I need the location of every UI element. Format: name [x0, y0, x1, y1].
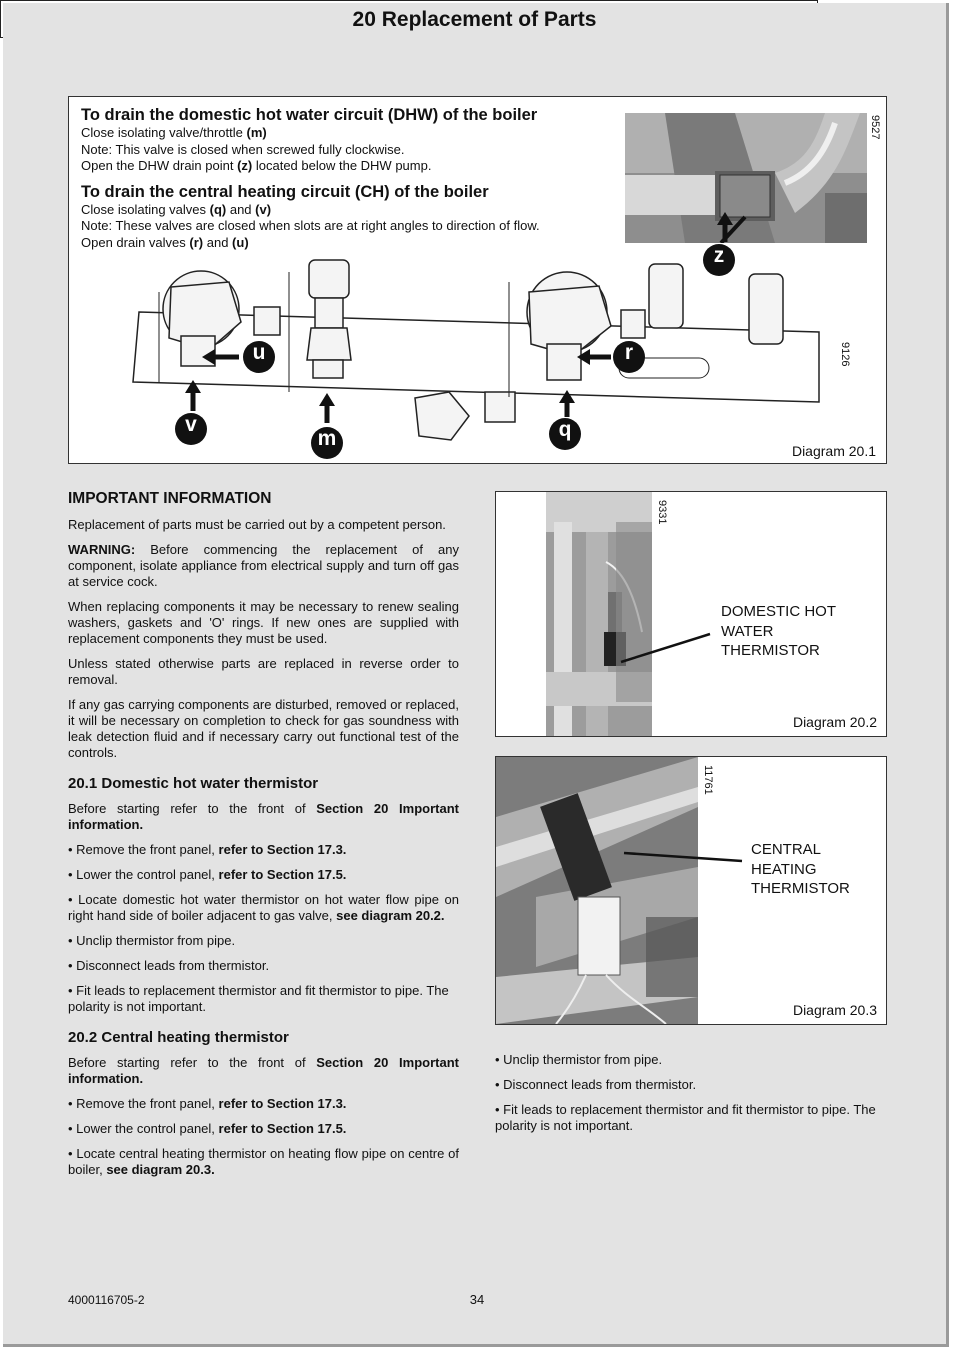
label-z: z: [713, 244, 725, 267]
right-step-3: • Fit leads to replacement thermistor an…: [495, 1102, 876, 1133]
diagram-20-2-box: 9331 DOMESTIC HOT WATER THERMISTOR Diagr…: [495, 491, 887, 737]
label-m: m: [317, 427, 337, 450]
important-p3: When replacing components it may be nece…: [68, 599, 459, 646]
section-20-1-step-2: • Lower the control panel, refer to Sect…: [68, 867, 347, 882]
section-20-1-step-6: • Fit leads to replacement thermistor an…: [68, 983, 449, 1014]
doc-number: 4000116705-2: [68, 1293, 145, 1307]
ch-thermistor-photo: [496, 757, 698, 1024]
dhw-step-1: Close isolating valve/throttle (m): [81, 125, 267, 140]
ch-note: Note: These valves are closed when slots…: [81, 218, 540, 233]
label-q: q: [558, 418, 572, 441]
diagram-20-3-box: 11761 CENTRAL HEATING THERMISTOR Diagram…: [495, 756, 887, 1025]
important-warning: WARNING: Before commencing the replaceme…: [68, 542, 459, 589]
dhw-thermistor-photo: [546, 492, 652, 736]
section-20-2-step-1: • Remove the front panel, refer to Secti…: [68, 1096, 347, 1111]
m-callout: [311, 393, 343, 459]
dhw-step-2: Open the DHW drain point (z) located bel…: [81, 158, 432, 173]
v-callout: [175, 380, 207, 445]
z-callout: [703, 212, 735, 276]
section-20-1-step-1: • Remove the front panel, refer to Secti…: [68, 842, 347, 857]
page-number: 34: [469, 1292, 485, 1307]
dhw-heading: To drain the domestic hot water circuit …: [81, 106, 538, 124]
section-20-1-step-3: • Locate domestic hot water thermistor o…: [68, 892, 459, 923]
important-p5: If any gas carrying components are distu…: [68, 697, 459, 760]
right-step-2: • Disconnect leads from thermistor.: [495, 1077, 697, 1092]
section-20-1-step-4: • Unclip thermistor from pipe.: [68, 933, 236, 948]
ch-step-2: Open drain valves (r) and (u): [81, 234, 249, 250]
dhw-leader-line: [620, 632, 711, 664]
important-heading: IMPORTANT INFORMATION: [68, 490, 272, 507]
ch-step-1: Close isolating valves (q) and (v): [81, 201, 272, 217]
drain-instructions: To drain the domestic hot water circuit …: [81, 106, 621, 251]
ch-heading: To drain the central heating circuit (CH…: [81, 182, 489, 201]
photo-code-9331: 9331: [656, 500, 668, 525]
valve-assembly-drawing: [129, 252, 829, 462]
diagram-20-2-caption: Diagram 20.2: [792, 714, 877, 730]
label-u: u: [252, 341, 266, 364]
section-20-2-step-3: • Locate central heating thermistor on h…: [68, 1146, 459, 1177]
callout-overlay: [175, 212, 735, 459]
photo-code-11761: 11761: [702, 765, 714, 795]
ch-thermistor-callout: CENTRAL HEATING THERMISTOR: [751, 841, 850, 897]
ch-leader-line: [623, 851, 743, 863]
label-r: r: [624, 341, 634, 364]
dhw-note: Note: This valve is closed when screwed …: [81, 141, 405, 157]
r-callout: [577, 341, 645, 373]
left-column: IMPORTANT INFORMATION Replacement of par…: [68, 490, 459, 1187]
section-20-2-step-2: • Lower the control panel, refer to Sect…: [68, 1121, 347, 1136]
important-p1: Replacement of parts must be carried out…: [68, 517, 446, 532]
section-20-2-heading: 20.2 Central heating thermistor: [68, 1029, 289, 1046]
diagram-20-1-box: To drain the domestic hot water circuit …: [68, 96, 887, 464]
page-title: 20 Replacement of Parts: [352, 8, 597, 31]
q-callout: [549, 390, 581, 450]
diagram-20-1-caption: Diagram 20.1: [791, 443, 876, 459]
section-20-2-intro: Before starting refer to the front of Se…: [68, 1055, 459, 1086]
diagram-20-3-caption: Diagram 20.3: [792, 1002, 877, 1018]
right-column-steps: • Unclip thermistor from pipe. • Disconn…: [495, 1052, 887, 1143]
important-p4: Unless stated otherwise parts are replac…: [68, 656, 459, 687]
label-v: v: [185, 413, 197, 436]
dhw-thermistor-callout: DOMESTIC HOT WATER THERMISTOR: [721, 603, 836, 659]
right-step-1: • Unclip thermistor from pipe.: [495, 1052, 663, 1067]
section-20-1-step-5: • Disconnect leads from thermistor.: [68, 958, 270, 973]
section-20-1-intro: Before starting refer to the front of Se…: [68, 801, 459, 832]
drawing-code-9126: 9126: [839, 342, 851, 367]
u-callout: [202, 341, 275, 373]
photo-code-9527: 9527: [869, 115, 881, 140]
section-20-1-heading: 20.1 Domestic hot water thermistor: [68, 775, 319, 792]
